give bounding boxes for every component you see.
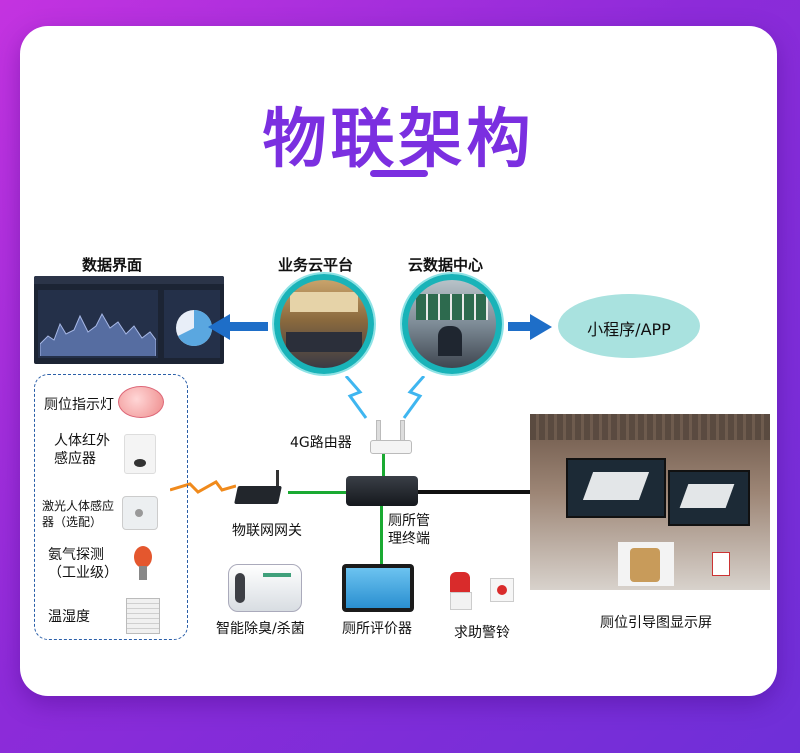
page-title: 物联架构 [262,103,535,177]
link-router-terminal [382,454,385,476]
title-underline [370,170,428,177]
humidity-sensor-icon [126,598,160,634]
link-terminal-devices [380,506,383,564]
indicator-light-icon [118,386,164,418]
lightning-icon [170,480,236,494]
lightning-icon [402,376,426,419]
sensor-label: 激光人体感应 器（选配） [42,499,115,529]
sensor-group [34,374,188,640]
dashboard-pie-icon [176,309,213,346]
pir-sensor-icon [124,434,156,474]
router-device [370,420,412,454]
cloud-dc-photo [402,274,502,374]
terminal-device [346,476,418,506]
sensor-label: 氨气探测 （工业级） [48,547,118,581]
biz-cloud-photo [274,274,374,374]
gas-detector-icon [128,546,158,580]
laser-sensor-icon [122,496,158,530]
display-photo [530,414,770,590]
arrow-right-icon [530,314,552,340]
sensor-label: 温湿度 [48,609,90,625]
label-cloud-dc: 云数据中心 [408,256,484,274]
label-deodorize: 智能除臭/杀菌 [216,621,305,637]
alarm-device [450,572,516,612]
link-terminal-display [418,490,530,494]
label-terminal: 厕所管 理终端 [388,512,430,548]
link-gateway-terminal [288,491,346,494]
evaluator-device [342,564,414,612]
dashboard-screenshot [34,276,224,364]
gateway-device [234,470,288,510]
arrow-left-icon [208,314,230,340]
label-biz-cloud: 业务云平台 [278,256,354,274]
label-data-ui: 数据界面 [82,256,143,274]
label-evaluator: 厕所评价器 [342,621,412,637]
sensor-label: 厕位指示灯 [44,397,114,413]
arrow-right-body [508,322,532,331]
mini-app-label: 小程序/APP [587,320,671,339]
label-display: 厕位引导图显示屏 [600,615,712,631]
terminal-label-line2: 理终端 [388,531,430,547]
deodorizer-device [228,564,302,612]
label-router: 4G路由器 [290,435,352,451]
label-alarm: 求助警铃 [454,625,510,641]
dashboard-chart-icon [40,312,156,356]
arrow-left-body [228,322,268,331]
sensor-label: 人体红外 感应器 [54,433,110,467]
label-gateway: 物联网网关 [232,523,302,539]
lightning-icon [344,376,368,419]
mini-app-bubble: 小程序/APP [558,294,700,358]
content-card: 物联架构 数据界面 业务云平台 云数据中心 小程序/APP [20,26,777,696]
terminal-label-line1: 厕所管 [388,513,430,529]
